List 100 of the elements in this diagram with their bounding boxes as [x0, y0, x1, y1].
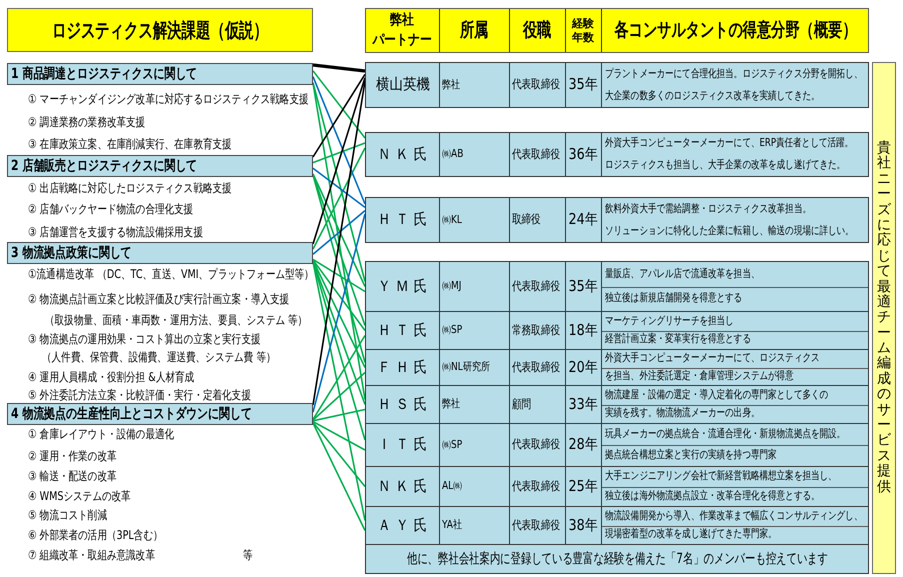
panel-title: ロジスティクス解決課題（仮説）: [52, 18, 268, 42]
affiliation-text: ㈱SP: [442, 438, 462, 452]
list-item-text: ③ 物流拠点の運用効果・コスト算出の立案と実行支援: [28, 333, 260, 347]
list-item-text: ② 物流拠点計画立案と比較評価及び実行計画立案・導入支援: [28, 293, 290, 307]
job-title-text: 代表取締役: [512, 438, 560, 452]
connector-line: [312, 74, 366, 158]
expertise-text: 大企業の数多くのロジスティクス改革を実績してきた。: [605, 90, 820, 102]
connector-line: [312, 372, 366, 421]
years-text: 28年: [569, 436, 598, 454]
expertise-text: を担当、外注委託選定・倉庫管理システムが得意: [605, 370, 794, 383]
consultant-name: Ｙ Ｍ 氏: [378, 278, 428, 296]
affiliation-text: ㈱SP: [442, 324, 462, 337]
job-title-text: 代表取締役: [512, 480, 560, 494]
expertise-text: 飲料外資大手で需給調整・ロジスティクス改革担当。: [605, 202, 811, 216]
years-text: 35年: [569, 76, 598, 94]
connector-line: [312, 335, 366, 420]
list-item-text: ③ 輸送・配送の改革: [28, 470, 116, 484]
consultant-name: Ａ Ｙ 氏: [378, 516, 428, 534]
list-item-text: ⑥ 外部業者の活用（3PL含む）: [28, 529, 162, 543]
connector-line: [312, 214, 366, 412]
list-item-text: ③ 店舗運営を支援する物流設備採用支援: [28, 226, 203, 240]
consultant-name: Ｈ Ｔ 氏: [378, 322, 428, 340]
years-text: 25年: [569, 478, 598, 496]
footnote-text: 他に、弊社会社案内に登録している豊富な経験を備えた「7名」のメンバーも控えています: [406, 550, 828, 568]
affiliation-text: 弊社: [442, 398, 460, 411]
list-item-text: ③ 在庫政策立案、在庫削減実行、在庫教育支援: [28, 138, 232, 152]
job-title-text: 代表取締役: [512, 518, 560, 532]
column-heading: 役職: [522, 20, 552, 42]
connector-line: [312, 168, 366, 208]
connector-line: [312, 210, 366, 255]
list-item-text: ② 運用・作業の改革: [28, 450, 116, 464]
expertise-text: 外資大手コンピューターメーカーにて、ロジスティクス: [605, 352, 820, 366]
consultant-row: [365, 311, 869, 350]
list-item-text: ④ WMSシステムの改革: [28, 490, 131, 504]
section-heading: 2 店舗販売とロジスティクスに関して: [11, 158, 198, 174]
years-text: 35年: [569, 278, 598, 296]
side-band: [872, 62, 896, 574]
years-text: 38年: [569, 516, 598, 534]
consultant-row: [365, 506, 869, 545]
section-band: [7, 155, 313, 177]
consultant-row: [365, 197, 869, 243]
expertise-text: プラントメーカーにて合理化担当。ロジスティクス分野を開拓し、: [605, 68, 862, 80]
expertise-text: 実績を残す。物流物流メーカーの出身。: [605, 407, 760, 420]
list-item-text: ① マーチャンダイジング改革に対応するロジスティクス戦略支援: [28, 93, 308, 107]
job-title-text: 取締役: [512, 213, 541, 227]
consultant-name: Ｈ Ｔ 氏: [378, 211, 428, 229]
connector-line: [312, 174, 366, 363]
list-item-text: ①流通構造改革 （DC、TC、直送、VMI、プラットフォーム型等）: [28, 268, 314, 282]
expertise-text: 量販店、アパレル店で流通改革を担当、: [605, 268, 760, 281]
connector-line: [312, 260, 366, 368]
section-heading: 3 物流拠点政策に関して: [11, 244, 132, 262]
connector-line: [312, 63, 366, 73]
consultant-row: [365, 385, 869, 424]
expertise-text: マーケティングリサーチを担当し: [605, 314, 734, 328]
affiliation-text: YA社: [442, 519, 462, 532]
job-title-text: 常務取締役: [512, 324, 560, 338]
years-text: 36年: [569, 146, 598, 164]
expertise-text: 玩具メーカーの拠点統合・流通合理化・新規物流拠点を開設。: [605, 428, 846, 441]
years-text: 33年: [569, 396, 598, 414]
consultant-row: [365, 466, 869, 507]
item-detail-text: （人件費、保管費、設備費、運送費、システム費 等）: [42, 351, 276, 365]
connector-line: [312, 258, 366, 292]
list-item-text: ⑦ 組織改革・取組み意識改革: [28, 549, 155, 563]
list-item-text: ⑤ 物流コスト削減: [28, 509, 107, 523]
expertise-text: 独立後は海外物流拠点設立・改革合理化を得意とする。: [605, 490, 820, 503]
consultant-name: Ｎ Ｋ 氏: [378, 146, 428, 164]
item-detail-text: （取扱物量、面積・車両数・運用方法、要員、システム 等）: [45, 314, 308, 328]
list-item-text: ⑤ 外注委託方法立案・比較評価・実行・定着化支援: [28, 389, 251, 403]
connector-line: [312, 148, 366, 250]
list-item-text: ④ 運用人員構成・役割分担 &人材育成: [28, 371, 194, 385]
consultant-row: [365, 349, 869, 386]
connector-line: [312, 174, 366, 326]
consultant-row: [365, 423, 869, 467]
connector-line: [312, 420, 366, 451]
job-title-text: 代表取締役: [512, 78, 560, 92]
consultant-row: [365, 62, 869, 108]
list-item-text: ② 調達業務の業務改革支援: [28, 116, 146, 130]
expertise-text: 経営計画立案・変革実行を得意とする: [605, 333, 751, 346]
list-item-text: ② 店舗バックヤード物流の合理化支援: [28, 203, 194, 217]
affiliation-text: ㈱AB: [442, 148, 464, 161]
expertise-text: 拠点統合構想立案と実行の実績を持つ専門家: [605, 449, 777, 462]
affiliation-text: 弊社: [442, 78, 460, 92]
consultant-name: Ｈ Ｓ 氏: [378, 396, 428, 414]
column-heading: パートナー: [372, 32, 432, 48]
years-text: 24年: [569, 211, 598, 229]
job-title-text: 代表取締役: [512, 280, 560, 294]
job-title-text: 顧問: [512, 398, 532, 412]
years-text: 18年: [569, 322, 598, 340]
consultant-name: 横山英機: [376, 76, 430, 94]
consultant-name: Ｆ Ｈ 氏: [378, 358, 428, 376]
section-band: [7, 242, 313, 264]
section-band: [7, 403, 313, 425]
column-heading: 所属: [460, 20, 488, 42]
list-item-text: ① 倉庫レイアウト・設備の最適化: [28, 428, 174, 442]
connector-line: [312, 262, 366, 521]
section-band: [7, 63, 313, 85]
section-heading: 1 商品調達とロジスティクスに関して: [11, 66, 198, 82]
expertise-text: 物流建屋・設備の選定・導入定着化の専門家として多くの: [605, 388, 828, 402]
connector-line: [312, 70, 366, 138]
consultant-row: [365, 261, 869, 312]
